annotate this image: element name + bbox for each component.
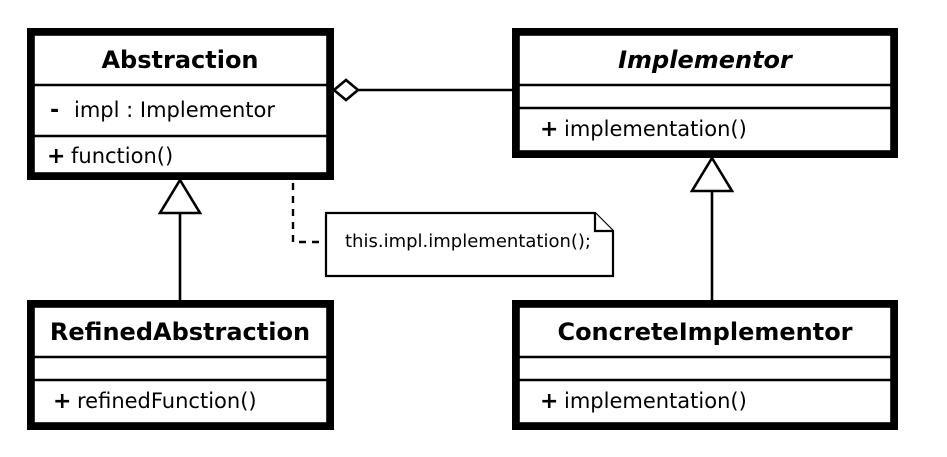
- relationship-generalization-implementor[interactable]: [689, 155, 735, 300]
- note-text: this.impl.implementation();: [345, 231, 591, 252]
- class-refined-abstraction[interactable]: RefinedAbstraction + refinedFunction(): [27, 300, 334, 430]
- relationship-aggregation[interactable]: [331, 78, 512, 102]
- note-comment[interactable]: this.impl.implementation();: [324, 211, 615, 278]
- class-implementor-inner-frame: [518, 34, 892, 152]
- class-refined-abstraction-op-0-label: refinedFunction(): [77, 389, 257, 413]
- class-concrete-implementor-name: ConcreteImplementor: [557, 318, 852, 346]
- class-abstraction-attr-0-visibility: -: [50, 98, 59, 123]
- hollow-triangle-icon: [689, 155, 735, 193]
- relationship-generalization-abstraction[interactable]: [157, 177, 203, 300]
- class-concrete-implementor-frame: [512, 300, 898, 430]
- class-abstraction-attr-0-label: impl : Implementor: [74, 98, 275, 122]
- note-folded-corner-icon: [593, 213, 613, 233]
- class-concrete-implementor[interactable]: ConcreteImplementor + implementation(): [512, 300, 898, 430]
- class-implementor-frame: [512, 28, 898, 158]
- class-abstraction-inner-frame: [33, 34, 328, 174]
- class-concrete-implementor-inner-frame: [518, 306, 892, 424]
- class-abstraction-name: Abstraction: [101, 46, 258, 74]
- class-implementor[interactable]: Implementor + implementation(): [512, 28, 898, 158]
- class-refined-abstraction-inner-frame: [33, 306, 328, 424]
- class-implementor-op-0-label: implementation(): [564, 117, 747, 141]
- hollow-diamond-icon: [331, 78, 361, 102]
- class-abstraction-frame: [27, 28, 334, 180]
- class-refined-abstraction-name: RefinedAbstraction: [50, 318, 310, 346]
- note-anchor-dashed-line: [291, 170, 325, 244]
- class-abstraction[interactable]: Abstraction - impl : Implementor + funct…: [27, 28, 334, 180]
- hollow-triangle-icon: [157, 177, 203, 215]
- class-refined-abstraction-op-0-visibility: +: [53, 389, 71, 414]
- class-concrete-implementor-op-0-visibility: +: [540, 389, 558, 414]
- class-abstraction-op-0-label: function(): [71, 144, 173, 168]
- note-outline: [324, 211, 615, 278]
- class-implementor-op-0-visibility: +: [540, 117, 558, 142]
- class-implementor-name: Implementor: [618, 46, 794, 74]
- class-refined-abstraction-frame: [27, 300, 334, 430]
- class-abstraction-op-0-visibility: +: [47, 144, 65, 169]
- class-concrete-implementor-op-0-label: implementation(): [564, 389, 747, 413]
